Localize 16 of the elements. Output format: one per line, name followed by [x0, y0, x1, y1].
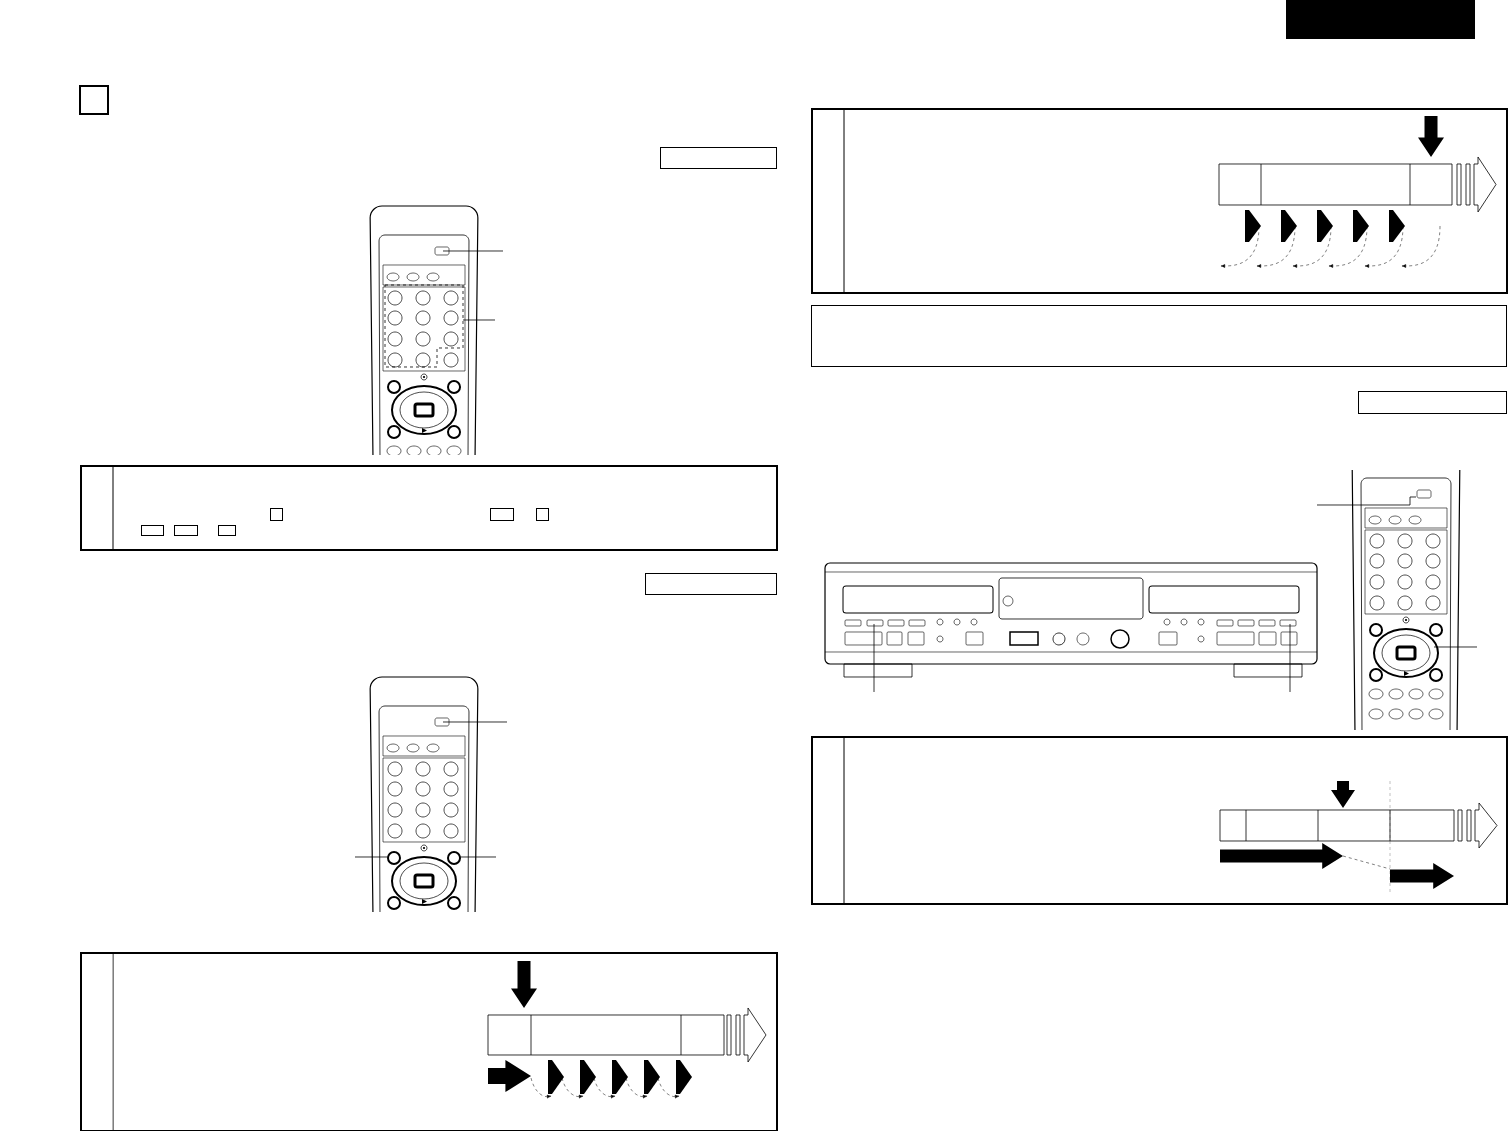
note-box [811, 305, 1507, 367]
header-tab [1286, 0, 1475, 39]
key-box [174, 525, 198, 536]
step-panel [80, 951, 778, 1131]
tag-box [1358, 391, 1507, 414]
key-box [141, 525, 164, 536]
key-box [490, 508, 514, 521]
section-marker [79, 85, 109, 115]
key-box [536, 508, 549, 521]
key-box [270, 508, 283, 521]
step-panel [80, 464, 778, 551]
tag-box [645, 573, 777, 595]
step-panel [811, 735, 1508, 905]
key-box [218, 525, 236, 536]
tag-box [660, 147, 777, 169]
step-panel [811, 107, 1508, 294]
